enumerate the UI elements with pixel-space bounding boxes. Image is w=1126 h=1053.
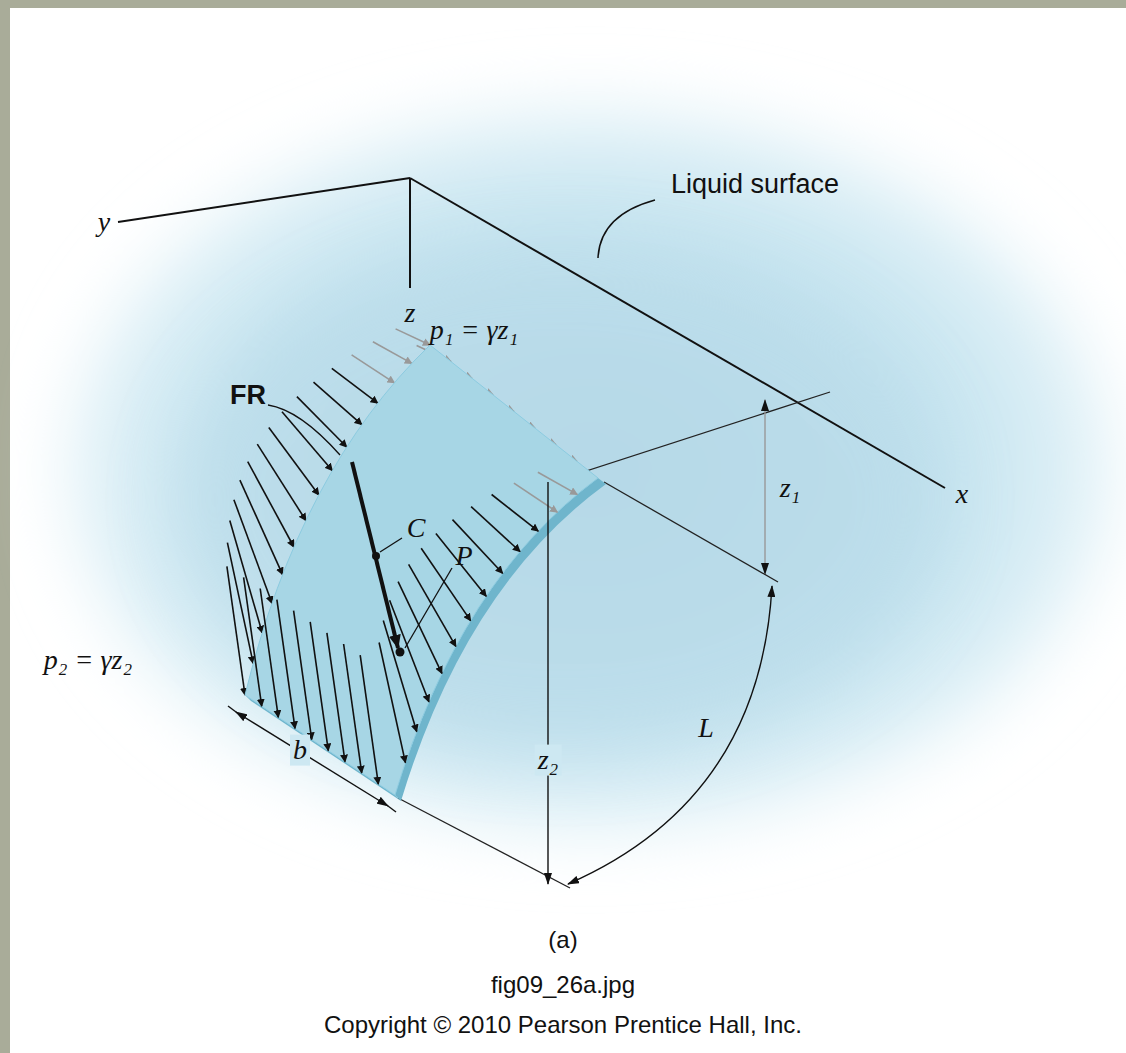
surface-label: Liquid surface (671, 170, 839, 200)
force-label: FR (230, 381, 266, 411)
pressure-arrow (360, 655, 378, 784)
file-name: fig09_26a.jpg (491, 972, 635, 998)
pressure-arrow (390, 600, 429, 702)
axis-label: y (98, 207, 110, 238)
axis-label: z (405, 298, 416, 329)
pressure-arrow (332, 368, 378, 403)
point-label: C (407, 513, 426, 544)
curved-plate (245, 345, 598, 795)
pressure-arrow (230, 521, 262, 633)
pressure-arrow (248, 462, 294, 547)
pressure-arrow (471, 507, 520, 552)
dimension-label: z₁ (780, 473, 801, 504)
pressure-arrow (492, 495, 539, 532)
pressure-arrow (409, 564, 456, 646)
pressure-arrow (294, 611, 312, 740)
dimension-label: z₂ (535, 745, 562, 776)
pressure-arrow (379, 643, 405, 763)
pressure-arrow (277, 600, 295, 729)
resultant-force (352, 462, 398, 648)
pressure-center-dot (396, 648, 405, 657)
pressure-arrow (373, 342, 412, 364)
pressure-arrow (352, 355, 395, 383)
leader-line (405, 568, 452, 648)
pressure-arrow (436, 533, 486, 596)
pressure-arrow (396, 329, 430, 345)
leader-line (380, 538, 402, 552)
pressure-arrow (327, 633, 345, 762)
pressure-arrow (260, 589, 278, 718)
dimension-lines (228, 400, 772, 884)
dimension-label: L (698, 713, 714, 744)
pressure-label: p₁ = γz₁ (430, 315, 518, 346)
pressure-arrow (310, 622, 328, 751)
dimension-label: b (290, 735, 310, 766)
pressure-arrow (314, 382, 362, 424)
pressure-arrow (538, 472, 577, 494)
pressure-arrow (257, 444, 306, 520)
pressure-arrow (282, 412, 332, 471)
pressure-arrow (227, 543, 253, 664)
pressure-label: p₂ = γz₂ (44, 645, 132, 676)
pressure-arrow (244, 577, 262, 706)
pressure-arrow (344, 644, 362, 773)
leader-line (598, 200, 655, 258)
copyright-note: Copyright © 2010 Pearson Prentice Hall, … (324, 1012, 802, 1038)
pressure-arrow (234, 500, 272, 604)
pressure-arrow (240, 480, 283, 574)
axis-label: x (956, 479, 968, 510)
water-cloud (70, 110, 1110, 830)
leader-line (268, 405, 340, 455)
pressure-arrow (269, 428, 319, 496)
pressure-arrow (514, 483, 557, 512)
point-label: P (455, 541, 472, 572)
figure-label: (a) (548, 927, 577, 953)
centroid-dot (372, 552, 380, 560)
